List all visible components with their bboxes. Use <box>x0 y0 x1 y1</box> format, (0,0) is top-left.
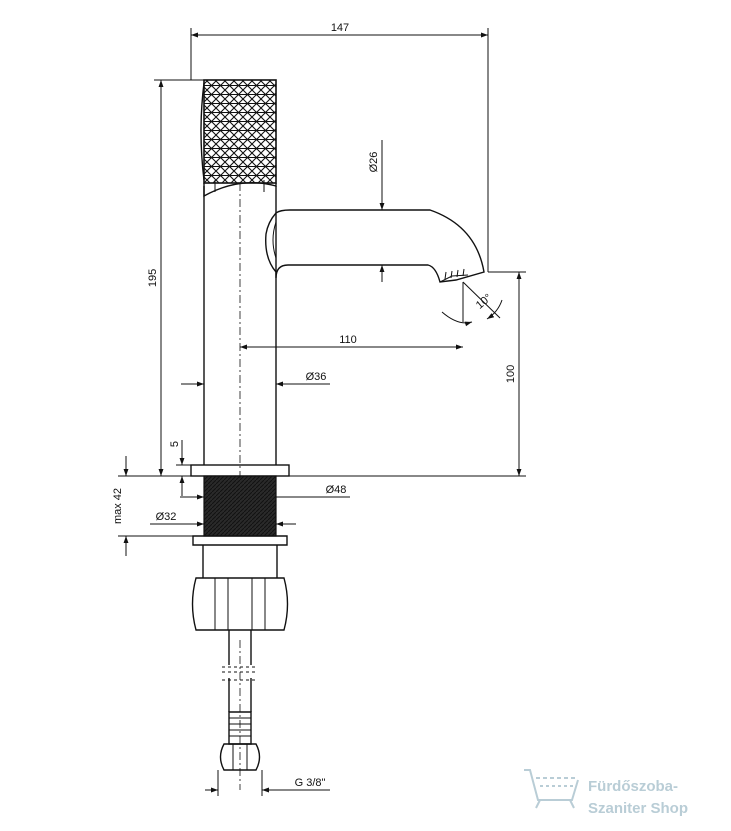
dimension-lines <box>118 28 526 796</box>
dim-max-thickness-label: max 42 <box>112 488 124 524</box>
supply-hose <box>228 630 252 665</box>
spout <box>265 209 485 283</box>
knurled-handle <box>203 79 277 184</box>
dim-spout-diameter-label: Ø26 <box>368 152 380 173</box>
faucet-body <box>190 79 485 790</box>
dim-width-label: 147 <box>331 22 349 34</box>
bathtub-icon <box>524 769 579 809</box>
dim-shank-diameter-label: Ø32 <box>156 511 177 523</box>
threaded-shank <box>203 475 277 537</box>
dim-base-diameter-label: Ø48 <box>326 484 347 496</box>
dim-reach-label: 110 <box>339 334 357 346</box>
dim-spout-angle-label: 10° <box>474 292 494 312</box>
watermark-line-1: Fürdőszoba- <box>588 778 678 795</box>
watermark: Fürdőszoba- Szaniter Shop <box>524 769 688 817</box>
dim-height-label: 195 <box>147 269 159 287</box>
dimension-labels: 147 195 Ø26 10° 110 100 Ø36 5 Ø48 max 42… <box>112 22 517 789</box>
watermark-line-2: Szaniter Shop <box>588 800 688 817</box>
dim-base-thickness-label: 5 <box>169 441 181 447</box>
body-column <box>203 186 277 465</box>
dim-body-diameter-label: Ø36 <box>306 371 327 383</box>
dim-thread-label: G 3/8" <box>295 777 326 789</box>
dim-spout-height-label: 100 <box>505 365 517 383</box>
mounting-nut <box>191 577 289 631</box>
